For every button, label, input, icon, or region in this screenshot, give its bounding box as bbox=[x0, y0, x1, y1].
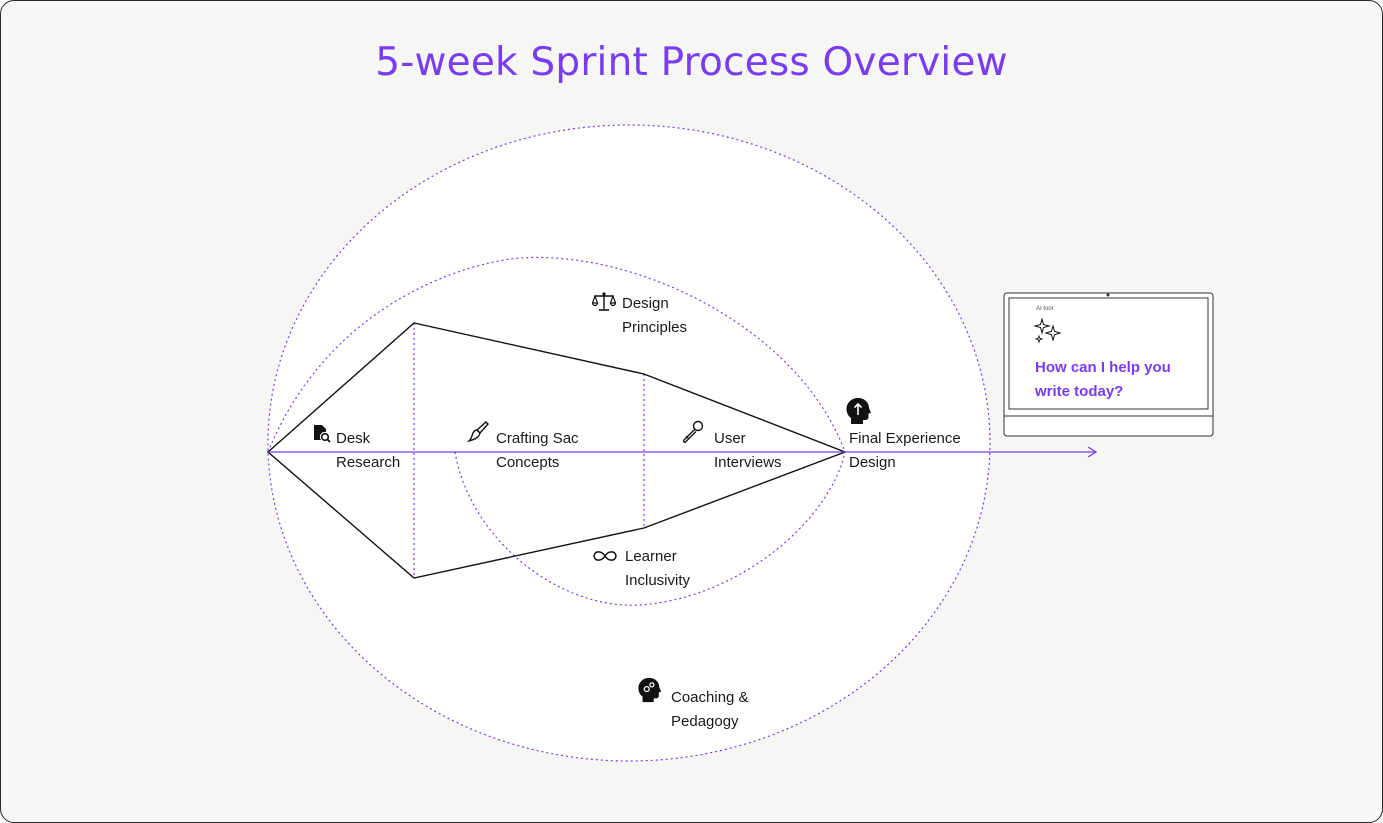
node-desk-research: Desk Research bbox=[336, 427, 400, 475]
user-interviews-line2: Interviews bbox=[714, 454, 782, 471]
infinity-icon bbox=[593, 551, 617, 561]
node-design-principles: Design Principles bbox=[622, 292, 687, 340]
document-search-icon bbox=[314, 425, 331, 443]
learner-line1: Learner bbox=[625, 548, 677, 565]
node-final-experience: Final Experience Design bbox=[849, 427, 961, 475]
sparkles-icon bbox=[1033, 318, 1062, 344]
coaching-line2: Pedagogy bbox=[671, 713, 739, 730]
desk-research-line2: Research bbox=[336, 454, 401, 471]
crafting-line1: Crafting Sac bbox=[496, 430, 579, 447]
coaching-line1: Coaching & bbox=[671, 689, 749, 706]
design-principles-line2: Principles bbox=[622, 319, 688, 336]
page-title: 5-week Sprint Process Overview bbox=[375, 40, 1008, 85]
node-crafting: Crafting Sac Concepts bbox=[496, 427, 579, 475]
node-user-interviews: User Interviews bbox=[714, 427, 782, 475]
laptop-prompt: How can I help you write today? bbox=[1035, 356, 1171, 404]
node-learner-inclusivity: Learner Inclusivity bbox=[625, 545, 690, 593]
head-gears-icon bbox=[638, 677, 662, 703]
learner-line2: Inclusivity bbox=[625, 572, 691, 589]
balance-scale-icon bbox=[592, 292, 616, 311]
inner-arc-lower bbox=[454, 451, 846, 606]
outer-ellipse bbox=[267, 124, 991, 762]
head-arrow-icon bbox=[846, 398, 871, 424]
final-line1: Final Experience bbox=[849, 430, 961, 447]
inner-arc-upper bbox=[267, 256, 846, 453]
microphone-icon bbox=[682, 420, 704, 443]
final-line2: Design bbox=[849, 454, 896, 471]
laptop-prompt-line1: How can I help you bbox=[1035, 359, 1171, 376]
desk-research-line1: Desk bbox=[336, 430, 371, 447]
crafting-line2: Concepts bbox=[496, 454, 560, 471]
node-coaching: Coaching & Pedagogy bbox=[671, 686, 749, 734]
user-interviews-line1: User bbox=[714, 430, 746, 447]
laptop-prompt-line2: write today? bbox=[1035, 383, 1124, 400]
timeline-arrowhead bbox=[1087, 446, 1098, 458]
design-principles-line1: Design bbox=[622, 295, 669, 312]
laptop-app-label: AI tool bbox=[1036, 306, 1054, 312]
paintbrush-icon bbox=[466, 421, 489, 443]
laptop-illustration bbox=[1003, 292, 1214, 437]
